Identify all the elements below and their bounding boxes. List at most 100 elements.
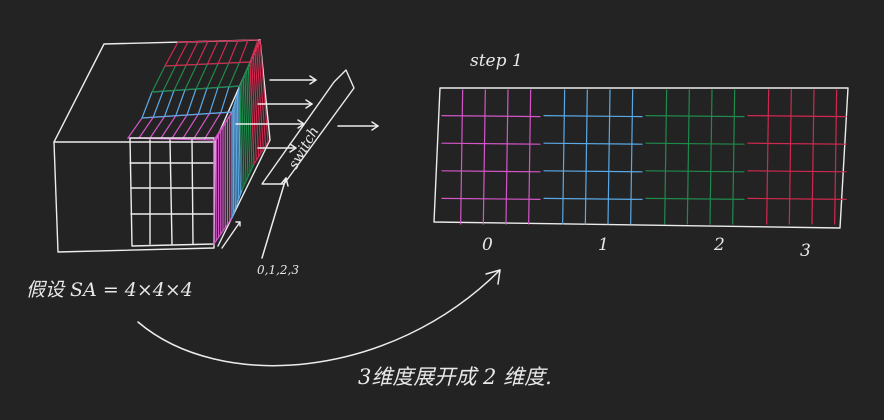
grid-hline-b0-1 [441, 114, 541, 118]
hatch-top-green-6 [217, 62, 230, 89]
grid-lines [441, 89, 847, 225]
grid-hline-b0-4 [441, 197, 541, 200]
grid-column-label-1: 1 [598, 235, 609, 255]
hatch-side-green-2 [242, 77, 247, 182]
grid-vline-b2-2 [686, 89, 690, 225]
arrow-slice-pink-head [289, 143, 297, 153]
dimension-arrow-head [235, 221, 241, 227]
grid-hline-b2-2 [645, 142, 745, 145]
hatch-top-green-3 [184, 63, 198, 91]
step-label: step 1 [470, 51, 523, 71]
hatch-side-red-3 [254, 50, 262, 154]
hatch-top-blue-2 [163, 89, 175, 118]
hatch-top-green-4 [195, 63, 209, 90]
cube-top-slices [126, 39, 259, 141]
grid-hline-b3-3 [747, 170, 847, 173]
grid-vline-b0-2 [482, 89, 486, 225]
hatch-top-pink-7 [203, 112, 222, 141]
cube-front-grid-v2 [169, 139, 173, 245]
cube-4x4x4 [53, 39, 271, 253]
grid-hline-b2-4 [645, 197, 745, 200]
index-arrow [261, 177, 287, 259]
hatch-top-green-5 [206, 62, 219, 89]
unfold-curve-arrow-head [485, 269, 501, 285]
grid-vline-b3-3 [811, 89, 815, 225]
grid-vline-b2-3 [709, 89, 713, 225]
grid-column-label-2: 2 [713, 235, 725, 255]
grid-hline-b2-3 [645, 170, 745, 173]
grid-vline-b1-4 [630, 89, 634, 225]
switch-output-arrow-head [371, 121, 379, 131]
grid-vline-b1-2 [584, 89, 588, 225]
grid-vline-b1-1 [562, 89, 566, 225]
arrow-slice-red-head [309, 75, 317, 85]
hatch-top-blue-7 [220, 86, 230, 114]
grid-column-label-0: 0 [482, 235, 493, 255]
hatch-top-blue-6 [208, 86, 219, 115]
grid-vline-b0-3 [505, 89, 509, 225]
hatch-side-red-1 [251, 57, 257, 161]
hatch-top-red-5 [217, 40, 229, 65]
hatch-top-blue-3 [175, 89, 186, 117]
cube-side-slices [213, 39, 269, 246]
hatch-top-red-4 [206, 40, 219, 65]
hatch-side-green-4 [246, 69, 251, 174]
hatch-top-blue-5 [197, 87, 208, 115]
grid-vline-b3-2 [788, 89, 792, 225]
switch-block: switch 0,1,2,3 [257, 69, 379, 277]
grid-vline-b0-1 [460, 89, 464, 225]
hatch-top-red-2 [185, 40, 199, 66]
hatch-side-blue-3 [235, 98, 238, 205]
grid-hline-b3-2 [747, 142, 847, 145]
grid-hline-b2-1 [645, 114, 745, 118]
hatch-top-pink-1 [138, 116, 154, 139]
hatch-top-red-3 [196, 40, 209, 66]
grid-vline-b3-4 [834, 89, 838, 225]
hatch-top-red-6 [228, 39, 239, 64]
hatch-side-red-4 [256, 46, 264, 150]
hatch-top-green-7 [228, 61, 240, 88]
cube-front-grid [129, 137, 215, 247]
dimension-arrow [221, 221, 241, 249]
unfold-curve-arrow [137, 269, 501, 367]
hatch-top-blue-1 [152, 90, 164, 118]
hatch-top-pink-5 [181, 113, 199, 140]
grid-hline-b1-2 [543, 142, 643, 145]
hatch-side-red-2 [252, 54, 260, 158]
hatch-side-green-3 [244, 73, 249, 178]
hatch-top-green-2 [173, 64, 187, 92]
arrow-slice-green-head [305, 99, 313, 109]
grid-column-label-3: 3 [800, 241, 811, 261]
hatch-side-green-1 [241, 81, 245, 187]
grid-hline-b0-2 [441, 142, 541, 145]
hatch-side-green-5 [247, 65, 253, 169]
switch-index-label: 0,1,2,3 [257, 263, 299, 277]
hatch-side-blue-5 [238, 89, 241, 196]
assumption-text: 假设 SA = 4×4×4 [26, 279, 193, 301]
hatch-top-red-1 [175, 41, 189, 67]
grid-hline-b0-3 [441, 170, 541, 173]
grid-hline-b1-4 [543, 197, 643, 200]
grid-vline-b3-1 [766, 89, 770, 225]
cube-front-grid-v3 [191, 139, 194, 245]
hatch-top-pink-2 [149, 115, 166, 140]
cube-top-slice-red [163, 39, 259, 67]
hatch-top-red-7 [238, 39, 249, 64]
caption-text: 3维度展开成 2 维度. [358, 365, 552, 389]
grid-hline-b3-4 [747, 197, 847, 200]
grid-vline-b2-4 [732, 89, 736, 225]
hatch-top-pink-6 [192, 112, 211, 141]
grid-vline-b2-1 [664, 89, 668, 225]
grid-hline-b3-1 [747, 114, 847, 118]
unfolded-grid [433, 87, 849, 229]
hatch-top-pink-4 [170, 114, 188, 140]
hatch-side-blue-4 [236, 94, 240, 200]
grid-outline [433, 87, 849, 229]
hatch-top-green-1 [162, 64, 177, 92]
hatch-top-blue-4 [186, 88, 197, 116]
grid-column-labels: 0 1 2 3 [482, 235, 811, 261]
grid-hline-b1-1 [543, 114, 643, 118]
cube-right-edge [217, 39, 271, 247]
cube-top-hatching [138, 39, 249, 141]
